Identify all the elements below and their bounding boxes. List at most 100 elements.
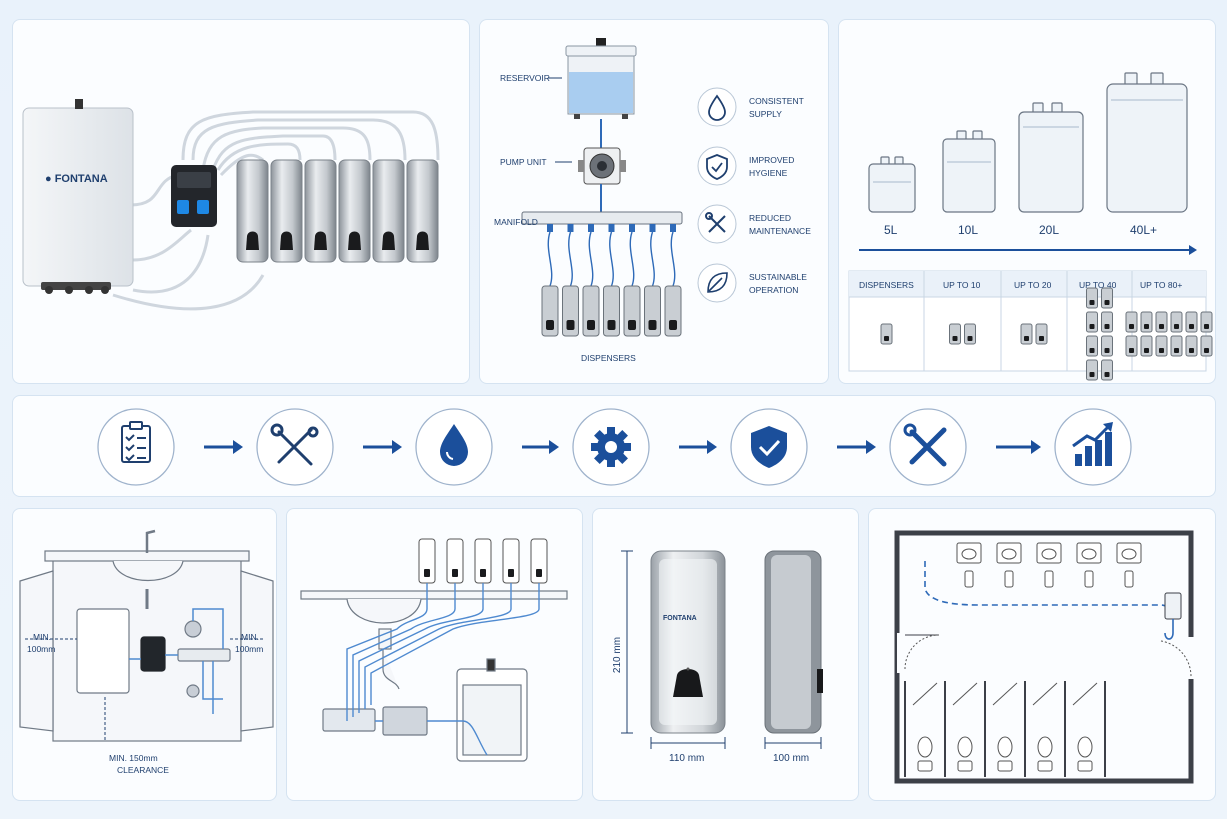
svg-text:CONSISTENT: CONSISTENT (749, 96, 804, 106)
dispenser (502, 538, 520, 584)
flow-diagram-panel: RESERVOIR PUMP UNIT MANIFOLD DISPENSERS … (479, 19, 829, 384)
dispenser-icon (1086, 311, 1098, 333)
dispenser (562, 285, 579, 337)
cabinet-install-panel: MIN. 100mm MIN. 100mm MIN. 150mm CLEARAN… (12, 508, 277, 801)
dispenser-icon (1185, 335, 1198, 357)
clipboard-checklist-icon (121, 421, 151, 463)
dispenser (418, 538, 436, 584)
container-5l (868, 156, 916, 213)
gear-icon (591, 427, 631, 467)
dispenser-icon (1086, 335, 1098, 357)
leaf-icon (707, 272, 728, 293)
cabinet-diagram: MIN. 100mm MIN. 100mm MIN. 150mm CLEARAN… (19, 529, 274, 775)
container-20l (1018, 102, 1084, 213)
dispenser (541, 285, 559, 337)
central-unit (1164, 592, 1182, 620)
table-header-20: UP TO 20 (1014, 280, 1052, 290)
dispenser-brand: FONTANA (663, 615, 697, 622)
svg-text:REDUCED: REDUCED (749, 213, 791, 223)
benefit-sustainable-operation: SUSTAINABLE OPERATION (697, 263, 807, 303)
left-clearance-1: MIN. (33, 632, 51, 642)
dispenser-icon (1200, 311, 1213, 333)
dispenser-icon (1170, 311, 1183, 333)
dispenser (530, 538, 548, 584)
size-5l: 5L (884, 223, 898, 237)
shield-check-icon (706, 154, 728, 180)
washroom-floor-plan (894, 530, 1195, 784)
benefit-consistent-supply: CONSISTENT SUPPLY (697, 87, 804, 127)
dispenser-icon (1101, 335, 1113, 357)
container-10l (942, 130, 996, 213)
tools-icon (903, 423, 947, 467)
dispenser-icon (1035, 323, 1048, 345)
toilet-stall (904, 681, 938, 777)
svg-text:SUSTAINABLE: SUSTAINABLE (749, 272, 807, 282)
dispenser-icon (1086, 359, 1098, 381)
dispenser (623, 285, 641, 337)
height-dimension: 210 mm (612, 637, 623, 673)
process-arrow (204, 440, 243, 454)
table-dispenser-icons (880, 287, 1213, 381)
growth-chart-icon (1072, 422, 1113, 466)
dispenser-icon (1125, 311, 1138, 333)
process-steps (97, 408, 1132, 486)
toilet-stall (1064, 681, 1098, 777)
capacity-panel: 5L 10L 20L 40L+ DISPENSERS UP TO 10 UP T… (838, 19, 1216, 384)
svg-text:HYGIENE: HYGIENE (749, 168, 788, 178)
supply-line (924, 561, 1172, 620)
sink (1116, 542, 1142, 588)
benefit-reduced-maintenance: REDUCED MAINTENANCE (697, 204, 811, 244)
sink (1036, 542, 1062, 588)
dispenser-side-view (764, 550, 823, 734)
brand-logo: ● FONTANA (45, 173, 108, 185)
dispenser (304, 159, 337, 263)
right-clearance-2: 100mm (235, 644, 263, 654)
svg-text:IMPROVED: IMPROVED (749, 155, 794, 165)
width-dimension: 110 mm (669, 753, 704, 764)
table-header-80: UP TO 80+ (1140, 280, 1182, 290)
water-drop-icon (708, 94, 726, 121)
dispenser-icon (1101, 359, 1113, 381)
manifold-lines (541, 224, 682, 337)
manifold-bar (521, 211, 683, 225)
dispenser (270, 159, 303, 263)
dispenser-icon (1200, 335, 1213, 357)
svg-text:MAINTENANCE: MAINTENANCE (749, 226, 811, 236)
process-arrow (363, 440, 402, 454)
toilet-stall (984, 681, 1018, 777)
dispenser-row (236, 159, 439, 263)
dimensions-diagram: FONTANA 210 mm 110 mm 100 mm (612, 550, 823, 764)
size-10l: 10L (958, 223, 978, 237)
dispenser (338, 159, 371, 263)
reservoir-label: RESERVOIR (500, 73, 550, 83)
dispenser-icon (1185, 311, 1198, 333)
dispenser-icon (1140, 335, 1153, 357)
pump-label: PUMP UNIT (500, 157, 547, 167)
bottom-clearance-2: CLEARANCE (117, 765, 169, 775)
toilet-stall (1024, 681, 1058, 777)
system-overview-illustration: ● FONTANA (22, 99, 440, 311)
size-40l: 40L+ (1130, 223, 1157, 237)
dispenser-icon (1155, 311, 1168, 333)
bottom-clearance-1: MIN. 150mm (109, 753, 158, 763)
process-arrow (996, 440, 1041, 454)
manifold-label: MANIFOLD (494, 217, 538, 227)
dispenser (644, 285, 661, 337)
dispenser (474, 538, 492, 584)
shield-check-icon (751, 426, 787, 468)
dispenser-icon (949, 323, 961, 345)
dispenser-icon (1155, 335, 1168, 357)
dispenser (406, 159, 439, 263)
sink (956, 542, 982, 588)
dispenser (664, 285, 682, 337)
floor-plan-panel (868, 508, 1216, 801)
sink (996, 542, 1022, 588)
table-header-dispensers: DISPENSERS (859, 280, 914, 290)
dimensions-panel: FONTANA 210 mm 110 mm 100 mm (592, 508, 859, 801)
svg-text:OPERATION: OPERATION (749, 285, 798, 295)
reservoir-tank (565, 38, 637, 119)
capacity-illustration: 5L 10L 20L 40L+ DISPENSERS UP TO 10 UP T… (848, 72, 1213, 381)
benefit-improved-hygiene: IMPROVED HYGIENE (697, 146, 794, 186)
dispenser-icon (1020, 323, 1033, 345)
table-header-10: UP TO 10 (943, 280, 981, 290)
